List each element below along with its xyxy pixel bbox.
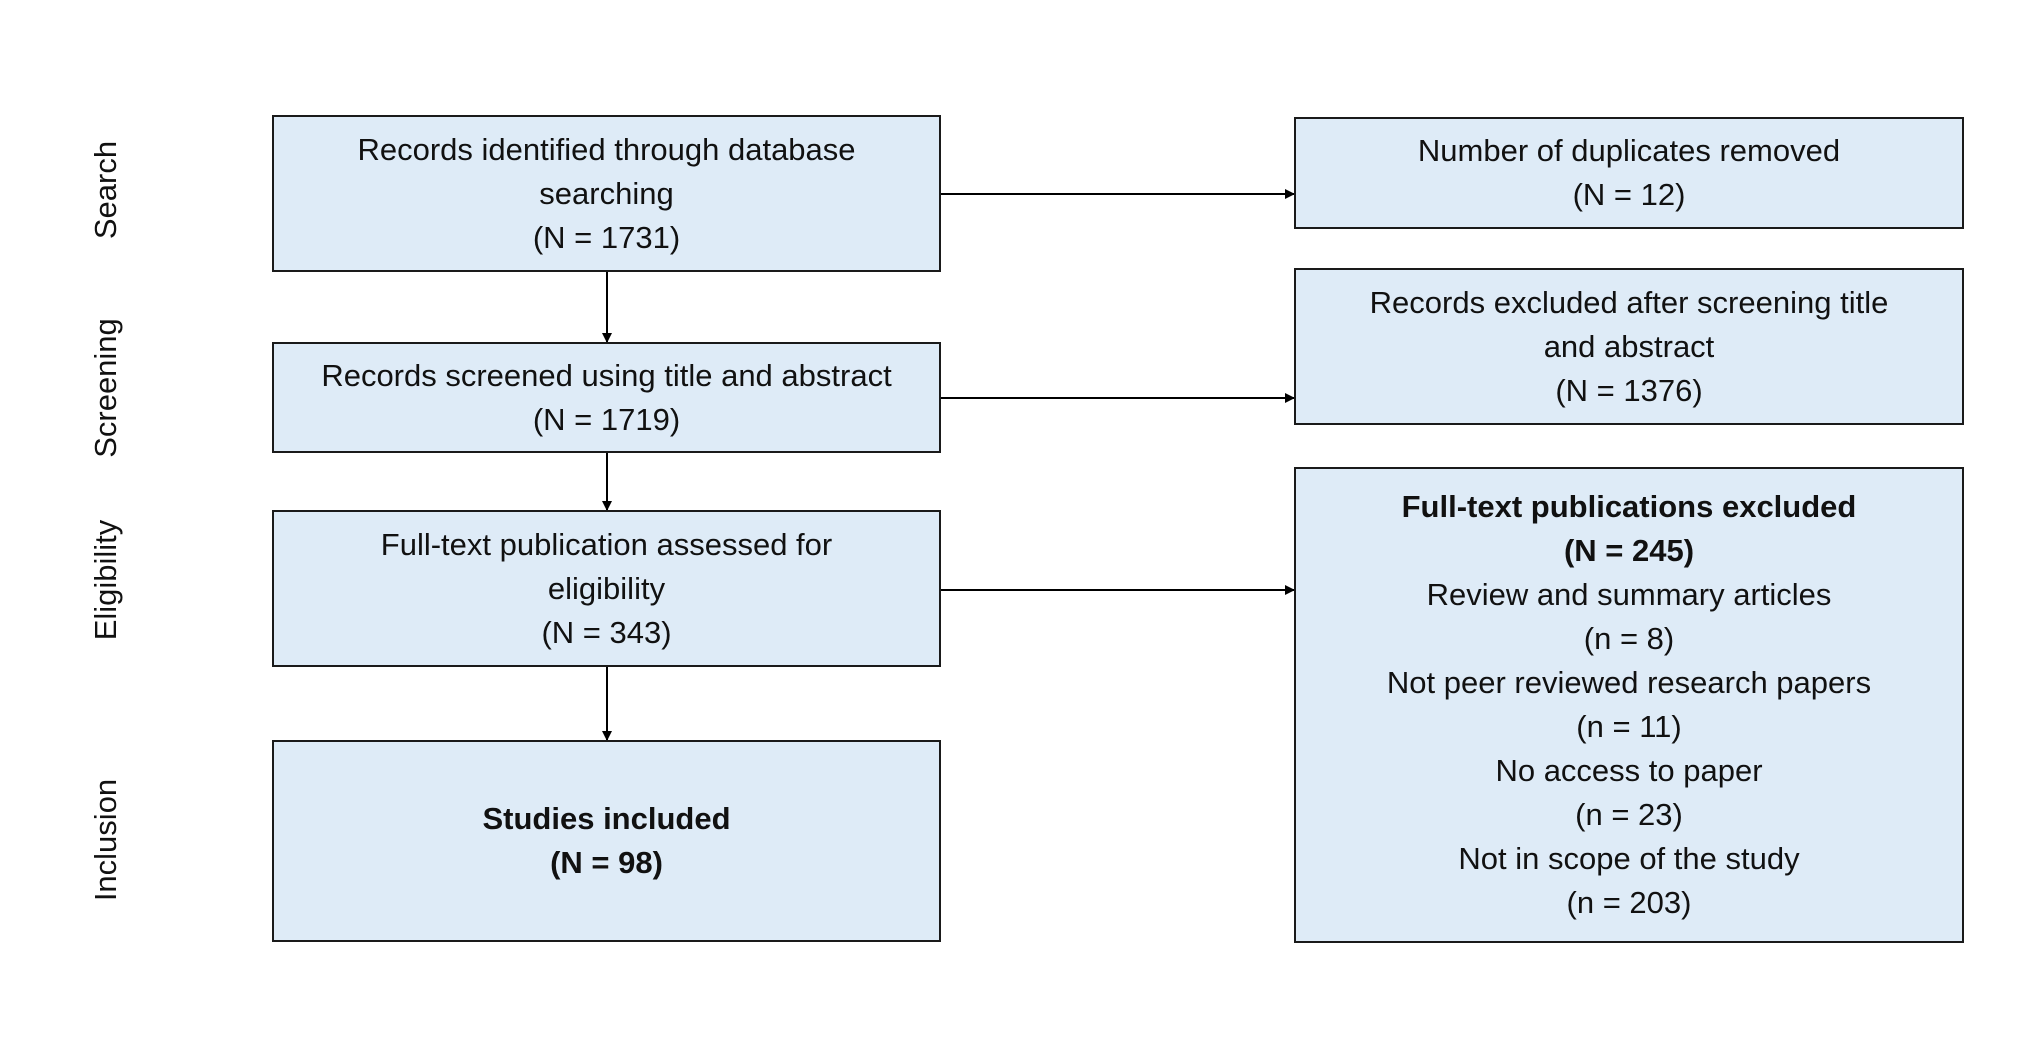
excluded-screening-text-line1: Records excluded after screening title	[1369, 284, 1889, 320]
screened-text-line1: Records screened using title and abstrac…	[321, 357, 892, 393]
reason-count: (n = 8)	[1583, 621, 1675, 656]
box-records-identified: Records identified through database sear…	[272, 115, 941, 272]
excluded-screening-text-line2: and abstract	[1543, 328, 1715, 364]
reason-label: Not peer reviewed research papers	[1386, 665, 1872, 700]
box-studies-included: Studies included (N = 98)	[272, 740, 941, 942]
box-records-excluded-screening: Records excluded after screening title a…	[1294, 268, 1964, 425]
stage-label-eligibility: Eligibility	[88, 519, 123, 641]
fulltext-excluded-count: (N = 245)	[1563, 533, 1695, 568]
included-text-line1: Studies included	[482, 801, 731, 836]
reason-label: No access to paper	[1495, 753, 1763, 788]
assessed-text-line1: Full-text publication assessed for	[380, 526, 833, 562]
reason-count: (n = 203)	[1566, 885, 1692, 920]
identified-count: (N = 1731)	[532, 219, 681, 255]
duplicates-text-line1: Number of duplicates removed	[1417, 133, 1841, 168]
included-count: (N = 98)	[550, 845, 663, 880]
excluded-screening-count: (N = 1376)	[1555, 372, 1703, 408]
stage-label-inclusion: Inclusion	[88, 778, 123, 902]
screened-count: (N = 1719)	[532, 401, 681, 437]
box-fulltext-assessed: Full-text publication assessed for eligi…	[272, 510, 941, 667]
assessed-text-line2: eligibility	[547, 570, 666, 606]
reason-count: (n = 23)	[1575, 797, 1683, 832]
duplicates-count: (N = 12)	[1572, 177, 1686, 212]
box-records-screened: Records screened using title and abstrac…	[272, 342, 941, 453]
reason-label: Review and summary articles	[1426, 577, 1832, 612]
box-fulltext-excluded: Full-text publications excluded (N = 245…	[1294, 467, 1964, 943]
stage-label-search: Search	[88, 140, 123, 240]
fulltext-excluded-title: Full-text publications excluded	[1401, 489, 1857, 524]
stage-label-screening: Screening	[88, 318, 123, 458]
assessed-count: (N = 343)	[541, 614, 672, 650]
box-duplicates-removed: Number of duplicates removed (N = 12)	[1294, 117, 1964, 229]
reason-count: (n = 11)	[1576, 709, 1682, 744]
identified-text-line2: searching	[539, 175, 674, 211]
identified-text-line1: Records identified through database	[357, 131, 856, 167]
reason-label: Not in scope of the study	[1458, 841, 1800, 876]
